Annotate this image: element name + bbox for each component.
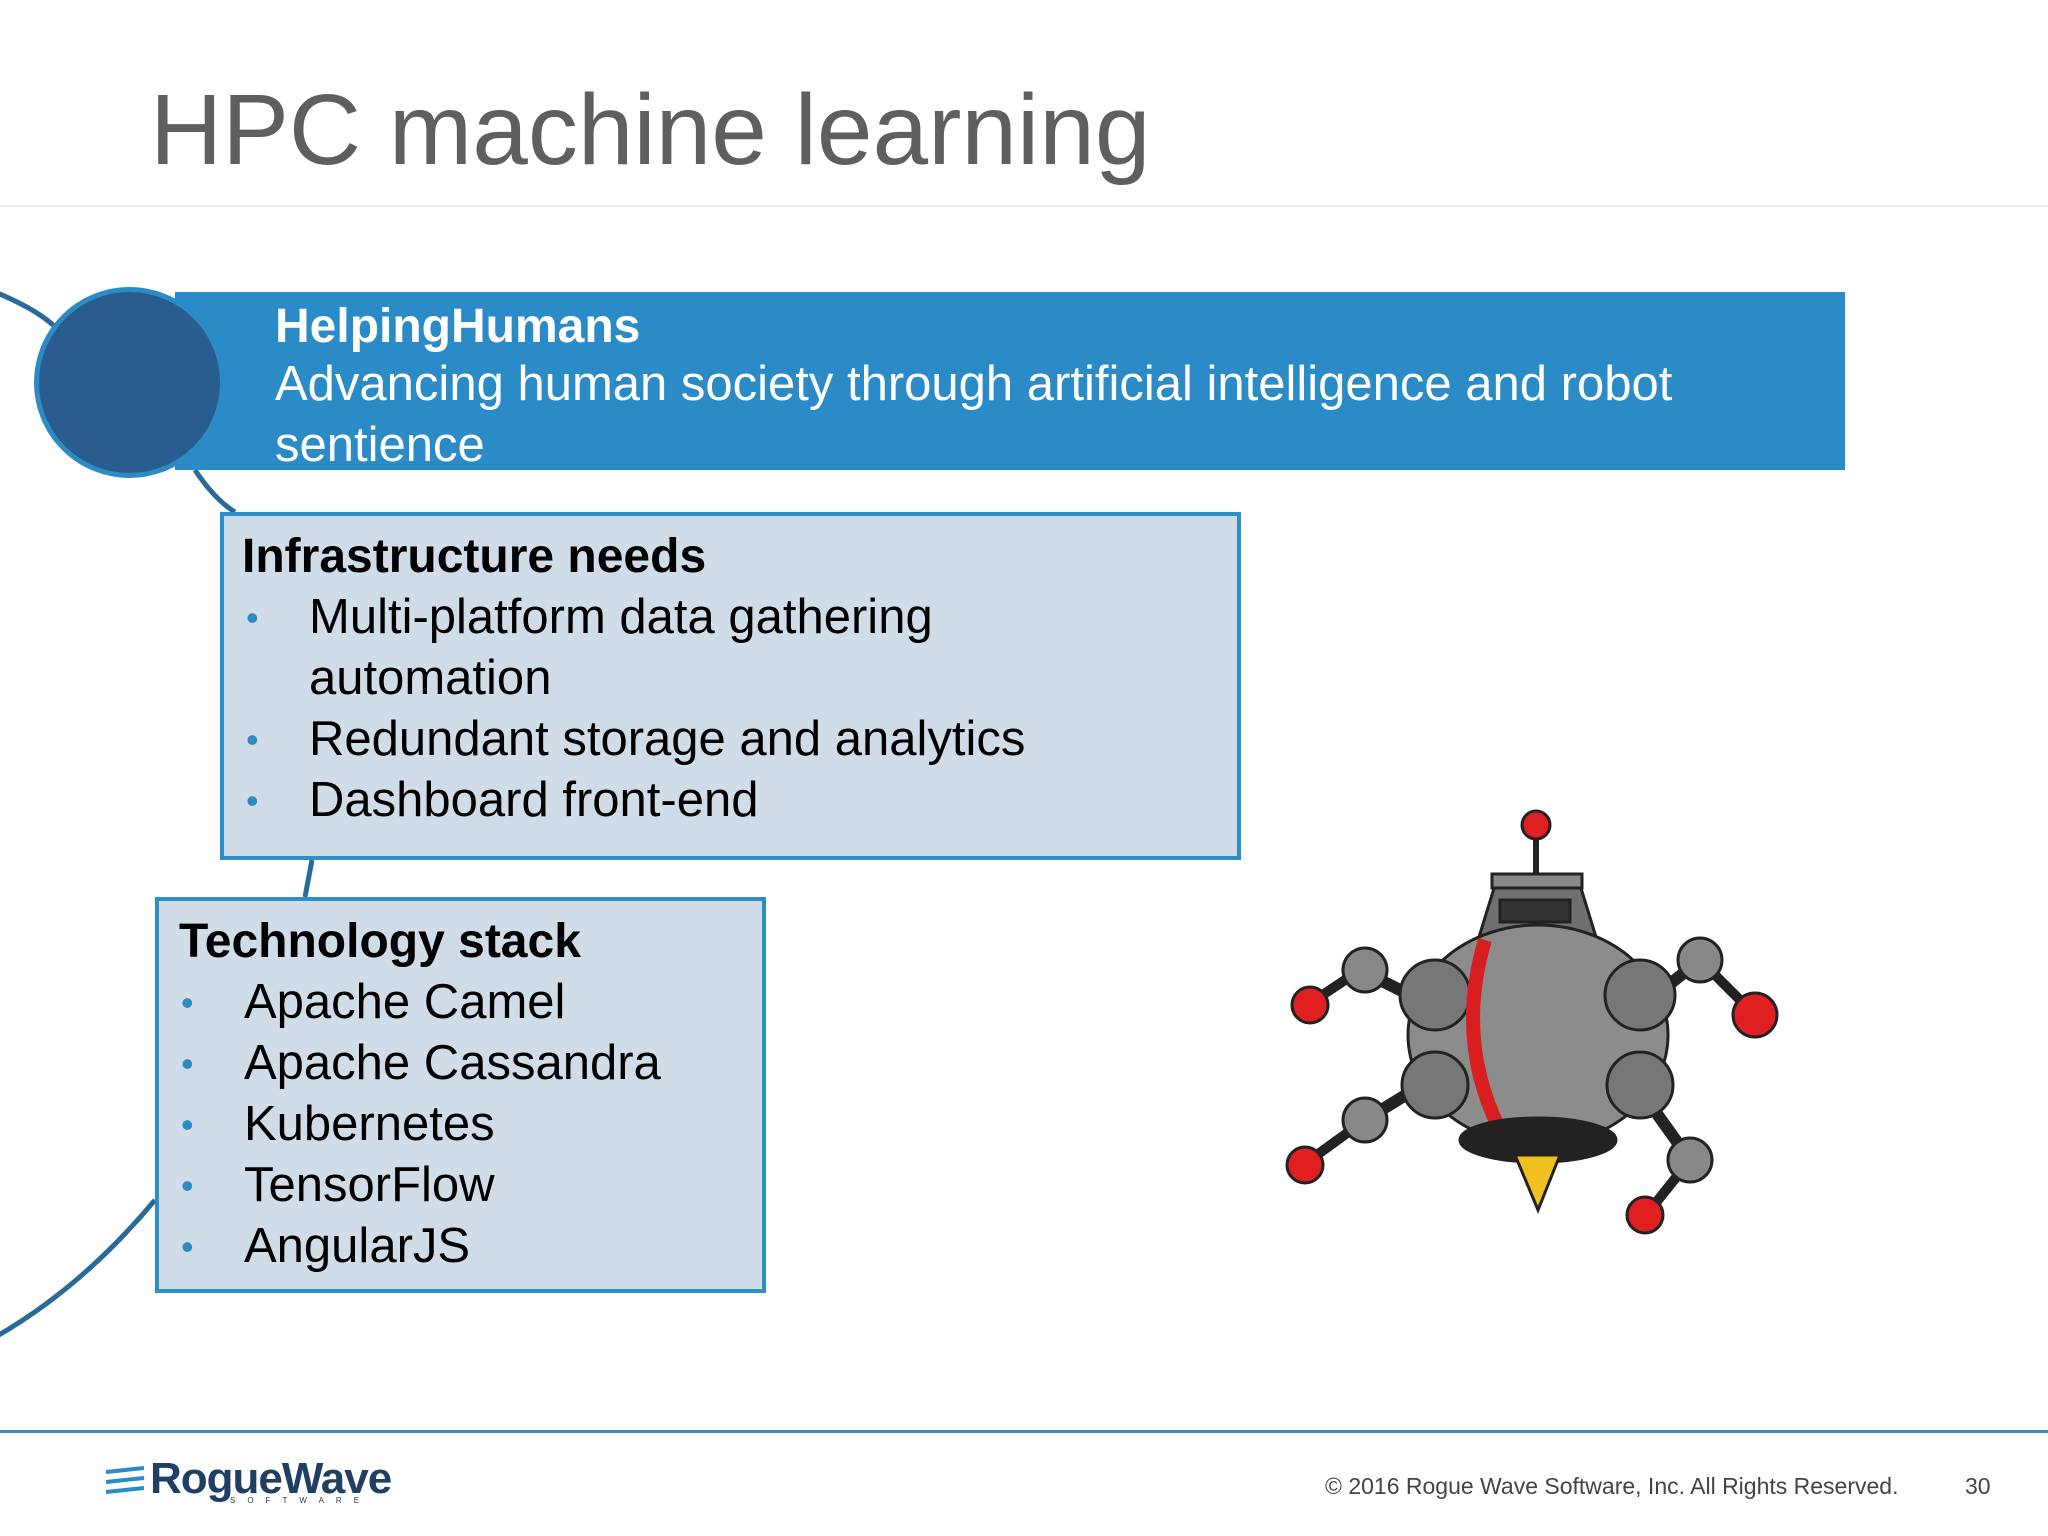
slide-title: HPC machine learning: [150, 74, 1151, 186]
bullet-icon: •: [181, 1043, 194, 1084]
robot-illustration-icon: [1285, 809, 1779, 1235]
bullet-icon: •: [181, 982, 194, 1023]
bullet-icon: •: [181, 1104, 194, 1145]
logo-tagline: SOFTWARE: [230, 1496, 372, 1505]
bullet-icon: •: [181, 1165, 194, 1206]
infrastructure-item: Redundant storage and analytics: [309, 712, 1026, 766]
technology-item: Apache Camel: [244, 975, 566, 1029]
infrastructure-item: Dashboard front-end: [309, 773, 759, 827]
banner-description: Advancing human society through artifici…: [275, 357, 1673, 472]
technology-stack-box: Technology stack • Apache Camel • Apache…: [155, 897, 766, 1293]
roguewave-logo-icon: [105, 1466, 145, 1494]
technology-item: Apache Cassandra: [244, 1036, 661, 1090]
bullet-icon: •: [181, 1226, 194, 1267]
infrastructure-item: Multi-platform data gathering automation: [309, 590, 933, 705]
technology-item: AngularJS: [244, 1219, 471, 1273]
technology-item: TensorFlow: [244, 1158, 495, 1212]
helping-humans-banner: [175, 292, 1845, 470]
title-divider: [0, 205, 2048, 207]
timeline-circle-icon: [34, 287, 225, 478]
bullet-icon: •: [246, 597, 259, 638]
bullet-icon: •: [246, 719, 259, 760]
infrastructure-needs-box: Infrastructure needs • Multi-platform da…: [220, 512, 1241, 860]
bullet-icon: •: [246, 780, 259, 821]
infrastructure-title: Infrastructure needs: [242, 530, 707, 583]
logo-wordmark: RogueWave: [150, 1454, 392, 1503]
banner-title: HelpingHumans: [275, 300, 641, 353]
technology-item: Kubernetes: [244, 1097, 495, 1151]
footer-divider: [0, 1430, 2048, 1433]
technology-title: Technology stack: [179, 915, 581, 968]
copyright-notice: © 2016 Rogue Wave Software, Inc. All Rig…: [1325, 1473, 1899, 1499]
page-number: 30: [1965, 1473, 1991, 1499]
